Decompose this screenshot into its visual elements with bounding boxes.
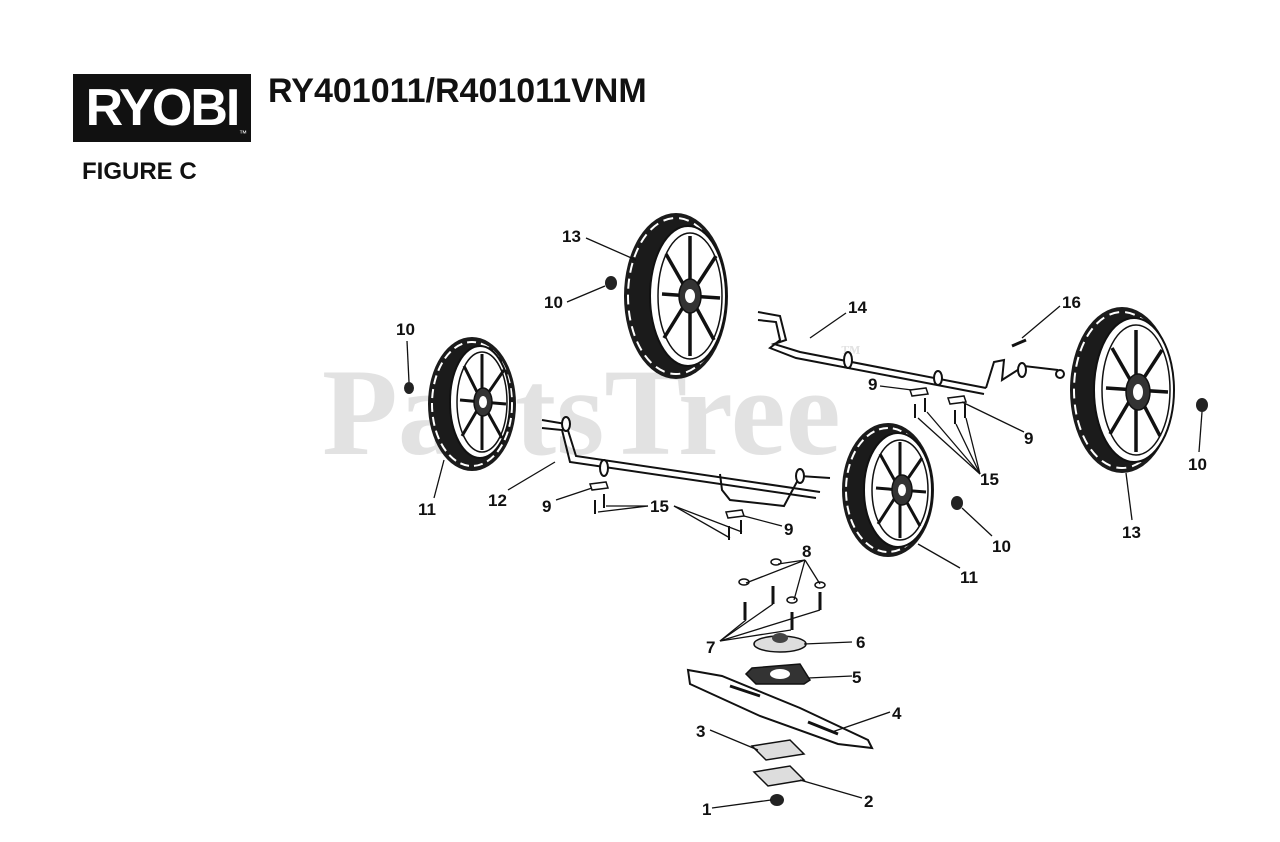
callout-11: 11: [960, 568, 978, 587]
callout-9: 9: [868, 375, 877, 394]
callout-10: 10: [396, 320, 415, 339]
rear-axle: [757, 311, 1065, 395]
callout-9: 9: [784, 520, 793, 539]
wheel-nut: [404, 276, 1208, 510]
callout-15: 15: [650, 497, 669, 516]
callout-6: 6: [856, 633, 865, 652]
callout-13: 13: [562, 227, 581, 246]
callout-9: 9: [1024, 429, 1033, 448]
wheel-left-front: [428, 337, 516, 471]
callout-5: 5: [852, 668, 861, 687]
callout-9: 9: [542, 497, 551, 516]
callout-10: 10: [1188, 455, 1207, 474]
callout-12: 12: [488, 491, 507, 510]
callout-10: 10: [544, 293, 563, 312]
callout-4: 4: [892, 704, 902, 723]
callout-15: 15: [980, 470, 999, 489]
callout-7: 7: [706, 638, 715, 657]
callout-14: 14: [848, 298, 867, 317]
callout-3: 3: [696, 722, 705, 741]
leader-lines: [406, 237, 1203, 809]
callout-16: 16: [1062, 293, 1081, 312]
callout-numbers: 10 11 12 13 10 14 16 9 9 15 10 13 10 11 …: [396, 227, 1207, 819]
callout-11: 11: [418, 500, 436, 519]
logo-trademark: ™: [239, 129, 247, 138]
logo-text: RYOBI: [85, 79, 241, 137]
figure-label: FIGURE C: [82, 158, 197, 185]
callout-8: 8: [802, 542, 811, 561]
callout-2: 2: [864, 792, 873, 811]
wheel-rear-right: [1070, 307, 1175, 473]
cotter-pin: [1011, 338, 1027, 348]
wheel-right-front: [842, 423, 934, 557]
front-axle: [541, 416, 831, 508]
blade-hardware: [686, 558, 874, 806]
callout-1: 1: [702, 800, 711, 819]
wheel-rear-left: [624, 213, 728, 379]
callout-13: 13: [1122, 523, 1141, 542]
mounting-brackets: [588, 387, 968, 519]
callout-10: 10: [992, 537, 1011, 556]
model-number: RY401011/R401011VNM: [268, 72, 647, 110]
ryobi-logo: RYOBI ™: [73, 74, 251, 142]
